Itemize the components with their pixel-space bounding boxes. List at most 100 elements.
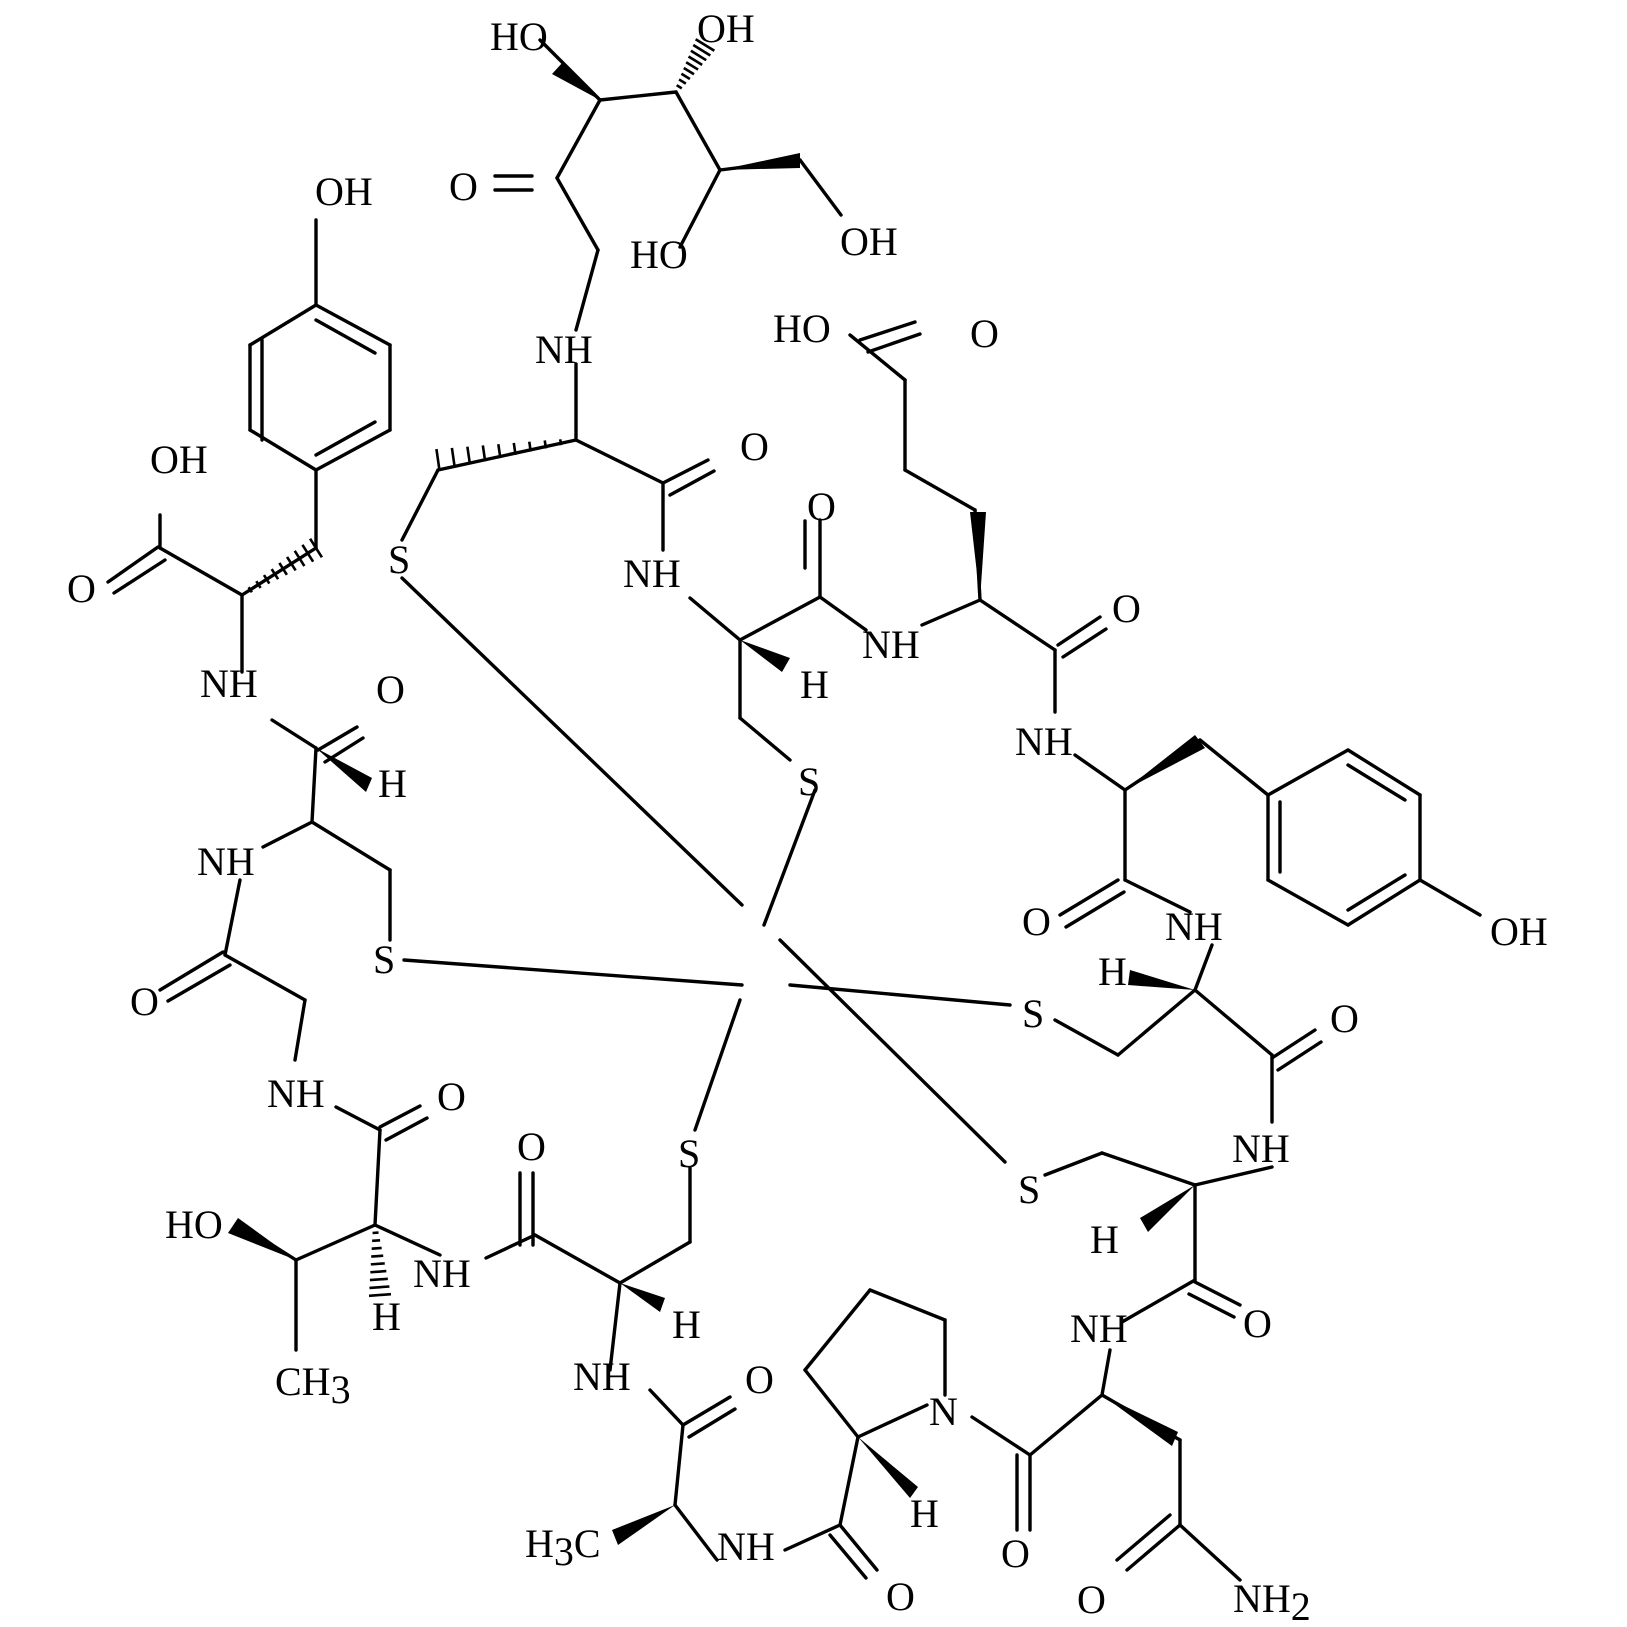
bond-line-92 <box>1346 878 1422 927</box>
atom-label-s-cys6: S <box>1018 1167 1040 1212</box>
atom-label-nh-cys2: NH <box>623 551 681 596</box>
bond-line-52 <box>856 1403 929 1439</box>
atom-label-oh-tyr2-phenol: OH <box>1490 909 1548 954</box>
bond-line-33 <box>1116 988 1197 1057</box>
atom-label-h-cys6: H <box>1090 1217 1119 1262</box>
bond-line-99 <box>693 998 742 1132</box>
atom-label-h-cys5: H <box>672 1302 701 1347</box>
bond-line-169 <box>466 446 472 465</box>
bond-line-43 <box>1028 1393 1104 1457</box>
bond-line-21 <box>978 598 1057 652</box>
bond-line-76 <box>270 718 318 750</box>
bond-line-60 <box>618 1240 692 1285</box>
bond-line-10 <box>436 438 578 472</box>
bond-line-75 <box>310 746 318 824</box>
bond-line-62 <box>484 1233 537 1260</box>
atom-label-nh-cys3: NH <box>197 839 255 884</box>
atom-label-h-cys2: H <box>800 662 829 707</box>
atom-label-nh-cys5: NH <box>573 1354 631 1399</box>
atom-label-ho-sugar3: HO <box>630 232 688 277</box>
bond-line-168 <box>481 445 487 462</box>
bond-line-134 <box>1064 890 1126 929</box>
atom-labels: HO OH O HO OH NH HO O O S NH O NH O H OH… <box>67 6 1548 1627</box>
atom-label-s-cys1: S <box>388 537 410 582</box>
bond-line-58 <box>608 1281 622 1372</box>
bond-line-6 <box>555 176 600 252</box>
bond-line-106 <box>661 458 710 485</box>
bond-line-27 <box>1073 753 1127 792</box>
bond-line-71 <box>223 878 242 957</box>
bond-line-122 <box>687 1407 737 1439</box>
bond-line-186 <box>370 1269 387 1274</box>
bond-line-53 <box>838 1435 860 1527</box>
bond-line-128 <box>1115 1513 1172 1562</box>
bond-line-12 <box>574 438 665 485</box>
bond-line-173 <box>255 580 262 589</box>
bond-line-69 <box>293 998 307 1062</box>
bond-line-132 <box>1276 1040 1323 1072</box>
bond-line-110 <box>1061 627 1108 659</box>
bond-line-101 <box>788 983 1012 1007</box>
wedge-bond-142 <box>720 153 800 170</box>
atom-label-nh-tyr2: NH <box>1015 719 1073 764</box>
bond-line-185 <box>370 1262 385 1266</box>
bond-line-156 <box>680 72 691 81</box>
bond-line-47 <box>970 1415 1032 1457</box>
bond-line-97 <box>778 938 1007 1164</box>
bond-line-118 <box>384 1116 429 1142</box>
bond-line-155 <box>678 78 687 85</box>
bond-line-38 <box>1100 1151 1197 1187</box>
bond-line-17 <box>738 595 822 642</box>
wedge-bond-151 <box>1102 1395 1178 1446</box>
bond-line-104 <box>858 320 917 342</box>
bond-line-159 <box>687 55 703 66</box>
bond-line-183 <box>371 1246 382 1250</box>
bond-line-84 <box>248 303 318 347</box>
bond-line-178 <box>293 550 306 567</box>
atom-label-o-ala-carbonyl: O <box>745 1357 774 1402</box>
bond-line-187 <box>369 1277 388 1282</box>
atom-label-o-tyr2-carbonyl: O <box>1022 899 1051 944</box>
bond-line-111 <box>106 545 160 584</box>
atom-label-oh-tyr1-phenol: OH <box>315 169 373 214</box>
wedge-bond-153 <box>228 1218 296 1260</box>
bond-line-2 <box>674 90 722 172</box>
atom-label-h-pro: H <box>910 1491 939 1536</box>
bond-line-100 <box>402 958 744 987</box>
atom-label-o-pro-carbonyl: O <box>886 1574 915 1619</box>
atom-label-h-thr: H <box>372 1294 401 1339</box>
bond-line-54 <box>783 1523 842 1552</box>
bond-line-129 <box>1193 1280 1242 1307</box>
bond-line-1 <box>555 98 602 180</box>
bond-line-139 <box>314 318 377 355</box>
atom-label-s-cys3: S <box>373 937 395 982</box>
wedge-bond-143 <box>970 512 986 600</box>
wedge-bond-147 <box>1128 970 1195 990</box>
bond-line-189 <box>368 1292 392 1298</box>
atom-label-ho-thr: HO <box>165 1202 223 1247</box>
bond-line-116 <box>166 963 232 1003</box>
bond-line-160 <box>690 49 707 62</box>
atom-label-s-cys7: S <box>1022 991 1044 1036</box>
atom-label-nh-gly: NH <box>267 1071 325 1116</box>
bond-line-174 <box>262 574 271 585</box>
bond-line-3 <box>678 168 722 249</box>
atom-label-nh-thr: NH <box>413 1251 471 1296</box>
bond-line-66 <box>294 1223 377 1262</box>
bond-line-32 <box>1193 943 1214 992</box>
atom-label-s-cys4: S <box>798 759 820 804</box>
bond-line-7 <box>574 248 600 332</box>
bond-line-163 <box>558 439 563 446</box>
wedge-bond-145 <box>316 748 372 792</box>
bond-line-131 <box>1270 1028 1317 1060</box>
bond-line-115 <box>158 950 225 992</box>
bond-line-19 <box>818 595 868 632</box>
bond-line-64 <box>373 1128 382 1227</box>
bond-line-37 <box>1193 1165 1274 1187</box>
bond-line-16 <box>738 716 792 762</box>
bond-line-162 <box>694 38 716 52</box>
atom-label-nh-sugar-amine: NH <box>535 327 593 372</box>
atom-label-h-cys7: H <box>1098 949 1127 994</box>
bond-line-34 <box>1053 1018 1120 1057</box>
